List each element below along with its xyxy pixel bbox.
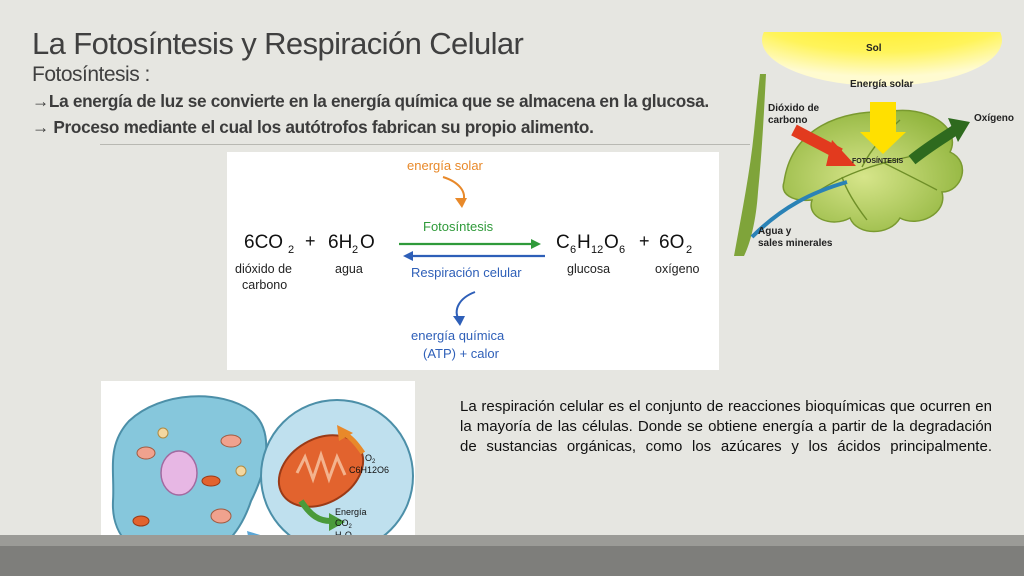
cell-glucose-label: C6H12O6 [349,465,389,475]
energy-arrow-head [329,513,345,531]
organelle-3 [210,508,232,524]
sun-shape [762,0,1002,86]
equation-svg: energía solar Fotosíntesis Respiración c… [235,158,700,361]
glu-c: C [556,232,570,253]
nucleus [160,450,198,496]
mitochondrion-small-1 [132,515,150,527]
mitochondrion-small-2 [201,475,221,487]
h2o-o: O [360,232,375,253]
chem-curve-arrow [455,291,476,321]
slide-subtitle: Fotosíntesis : [32,63,150,86]
vesicle-2 [235,465,247,477]
co2-arrow-head [826,140,856,166]
mitochondrion-cristae [295,450,347,484]
chem-curve-arrow-head [453,316,465,326]
glu-12: 12 [591,244,603,256]
co2-label-line1: Dióxido de [768,103,820,114]
equation-panel: energía solar Fotosíntesis Respiración c… [227,152,719,370]
h2o-formula: 6H 2 O [328,232,375,256]
leaf-illustration: Sol Energía solar Dióxido de carbono Oxí… [722,0,1024,258]
plus-sign-1: + [305,231,316,251]
respiration-text: Respiración celular [411,265,522,280]
glu-6b: 6 [619,244,625,256]
h2o-sub: 2 [352,244,358,256]
organelle-1 [136,446,156,460]
solar-energy-arrow-head [860,132,906,154]
title-divider [100,144,750,145]
glucose-arrow-head [337,425,353,441]
co2-name-line2: carbono [242,278,287,292]
bullet-autotrophs: → Proceso mediante el cual los autótrofo… [32,117,594,137]
water-label-line2: sales minerales [758,238,833,249]
o2-main: 6O [659,232,684,253]
bullet-energy-conversion: →La energía de luz se convierte en la en… [32,91,709,111]
leaf-svg: Sol Energía solar Dióxido de carbono Oxí… [734,0,1014,256]
o2-formula: 6O 2 [659,232,692,256]
energy-arrow [298,499,332,524]
oxygen-name: oxígeno [655,262,700,276]
respiration-arrow-head [403,251,413,261]
water-name: agua [335,262,363,276]
glu-6a: 6 [570,244,576,256]
vesicle-1 [157,427,169,439]
sun-label: Sol [866,43,882,54]
footer-band-dark [0,546,1024,576]
respiration-description: La respiración celular es el conjunto de… [460,398,992,455]
chemical-energy-text-2: (ATP) + calor [423,346,500,361]
slide-title: La Fotosíntesis y Respiración Celular [32,26,524,61]
water-label-line1: Agua y [758,226,792,237]
solar-energy-arrow-body [870,102,896,136]
cell-co2-label: CO2 [335,518,353,530]
title-block: La Fotosíntesis y Respiración Celular Fo… [32,26,752,140]
cell-o2-label: O2 [365,453,376,465]
co2-main: 6CO [244,232,283,253]
cell-energy-label: Energía [335,507,367,517]
glucose-name: glucosa [567,262,610,276]
glu-h: H [577,232,591,253]
co2-name-line1: dióxido de [235,262,292,276]
co2-sub: 2 [288,244,294,256]
photosynthesis-text: Fotosíntesis [423,219,494,234]
chemical-energy-text: energía química [411,328,505,343]
water-arrow [750,180,848,239]
glu-o: O [604,232,619,253]
solar-curve-arrow-head [455,198,467,208]
co2-label-line2: carbono [768,115,807,126]
oxygen-label: Oxígeno [974,113,1014,124]
plus-sign-2: + [639,231,650,251]
stem-shape [734,74,766,256]
organelle-2 [220,434,242,448]
solar-energy-text: energía solar [407,158,484,173]
h2o-main: 6H [328,232,352,253]
oxygen-arrow-head [948,118,970,142]
photosynthesis-label: FOTOSÍNTESIS [852,156,904,165]
o2-sub: 2 [686,244,692,256]
glucose-formula: C 6 H 12 O 6 [556,232,625,256]
photosynthesis-arrow-head [531,239,541,249]
co2-formula: 6CO 2 [244,232,294,256]
solar-energy-label: Energía solar [850,79,913,90]
